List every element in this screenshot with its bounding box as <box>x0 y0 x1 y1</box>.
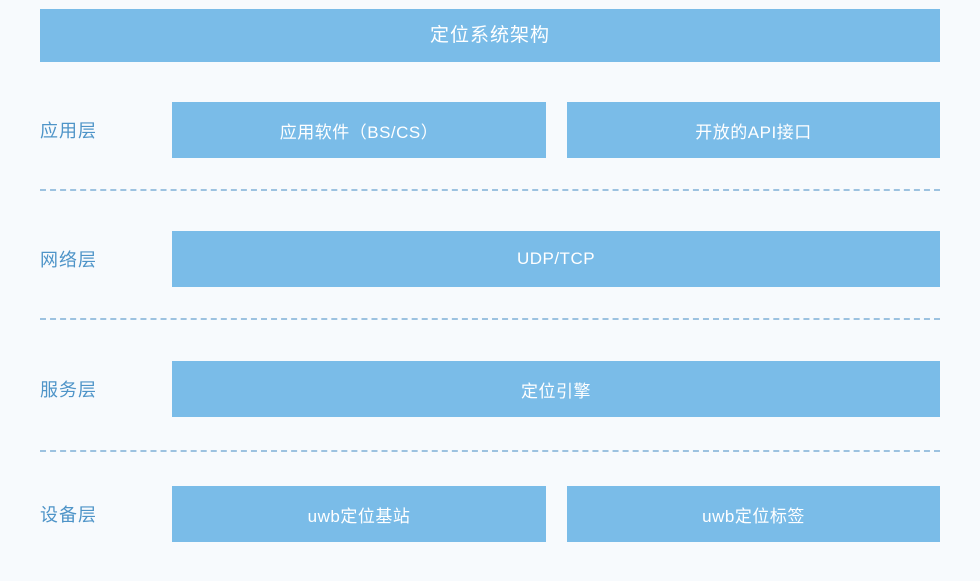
layer-box-open-api[interactable]: 开放的API接口 <box>567 102 940 158</box>
layer-box-udp-tcp[interactable]: UDP/TCP <box>172 231 940 287</box>
layer-row-network: 网络层 UDP/TCP <box>0 231 980 287</box>
layer-row-device: 设备层 uwb定位基站 uwb定位标签 <box>0 486 980 542</box>
layer-label-network: 网络层 <box>40 250 97 270</box>
layer-divider-1 <box>40 189 940 191</box>
diagram-title-banner: 定位系统架构 <box>40 9 940 62</box>
layer-divider-3 <box>40 450 940 452</box>
layer-box-application-software[interactable]: 应用软件（BS/CS） <box>172 102 546 158</box>
layer-divider-2 <box>40 318 940 320</box>
layer-box-positioning-engine[interactable]: 定位引擎 <box>172 361 940 417</box>
layer-boxes-device: uwb定位基站 uwb定位标签 <box>172 486 940 542</box>
layer-boxes-service: 定位引擎 <box>172 361 940 417</box>
layer-boxes-network: UDP/TCP <box>172 231 940 287</box>
layer-box-uwb-anchor[interactable]: uwb定位基站 <box>172 486 546 542</box>
layer-row-application: 应用层 应用软件（BS/CS） 开放的API接口 <box>0 102 980 158</box>
layer-label-service: 服务层 <box>40 380 97 400</box>
layer-box-uwb-tag[interactable]: uwb定位标签 <box>567 486 940 542</box>
diagram-title-text: 定位系统架构 <box>429 25 550 46</box>
layer-boxes-application: 应用软件（BS/CS） 开放的API接口 <box>172 102 940 158</box>
layer-label-device: 设备层 <box>40 505 97 525</box>
layer-label-application: 应用层 <box>40 121 97 141</box>
layer-row-service: 服务层 定位引擎 <box>0 361 980 417</box>
